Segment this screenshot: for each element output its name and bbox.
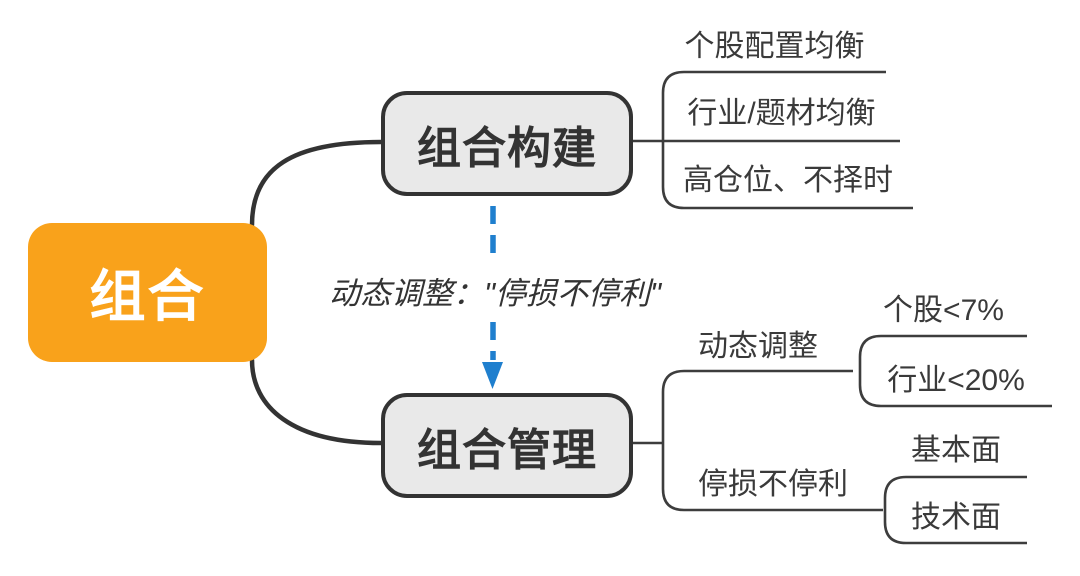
subbranch-dynamic-adjust: 动态调整 bbox=[698, 330, 818, 363]
edge-label-dynamic-adjust: 动态调整："停损不停利" bbox=[328, 262, 662, 319]
subbranch-stop-loss-not-profit: 停损不停利 bbox=[698, 468, 848, 501]
branch-node-management: 组合管理 bbox=[381, 393, 633, 498]
dashed-arrow-head bbox=[482, 362, 503, 389]
connector-root-to-management bbox=[249, 357, 384, 446]
branch-construction-label: 组合构建 bbox=[417, 123, 597, 173]
leaf-fundamentals: 基本面 bbox=[911, 434, 1001, 467]
leaf-industry-theme-balance: 行业/题材均衡 bbox=[687, 97, 876, 130]
connector-stop-loss-bracket bbox=[883, 475, 1027, 545]
connector-root-to-construction bbox=[249, 139, 384, 228]
connector-management-bracket bbox=[661, 369, 883, 512]
leaf-industry-under-20pct: 行业<20% bbox=[887, 364, 1025, 397]
connector-dynamic-adjust-bracket bbox=[858, 334, 1052, 408]
root-node-label: 组合 bbox=[89, 265, 206, 328]
branch-management-label: 组合管理 bbox=[417, 425, 597, 475]
branch-node-construction: 组合构建 bbox=[381, 91, 633, 196]
leaf-technicals: 技术面 bbox=[911, 501, 1001, 534]
connector-construction-bracket bbox=[661, 70, 913, 210]
root-node-portfolio: 组合 bbox=[28, 223, 267, 362]
leaf-stock-allocation-balance: 个股配置均衡 bbox=[684, 30, 865, 63]
leaf-high-position-no-timing: 高仓位、不择时 bbox=[683, 164, 893, 197]
leaf-stock-under-7pct: 个股<7% bbox=[883, 294, 1004, 327]
